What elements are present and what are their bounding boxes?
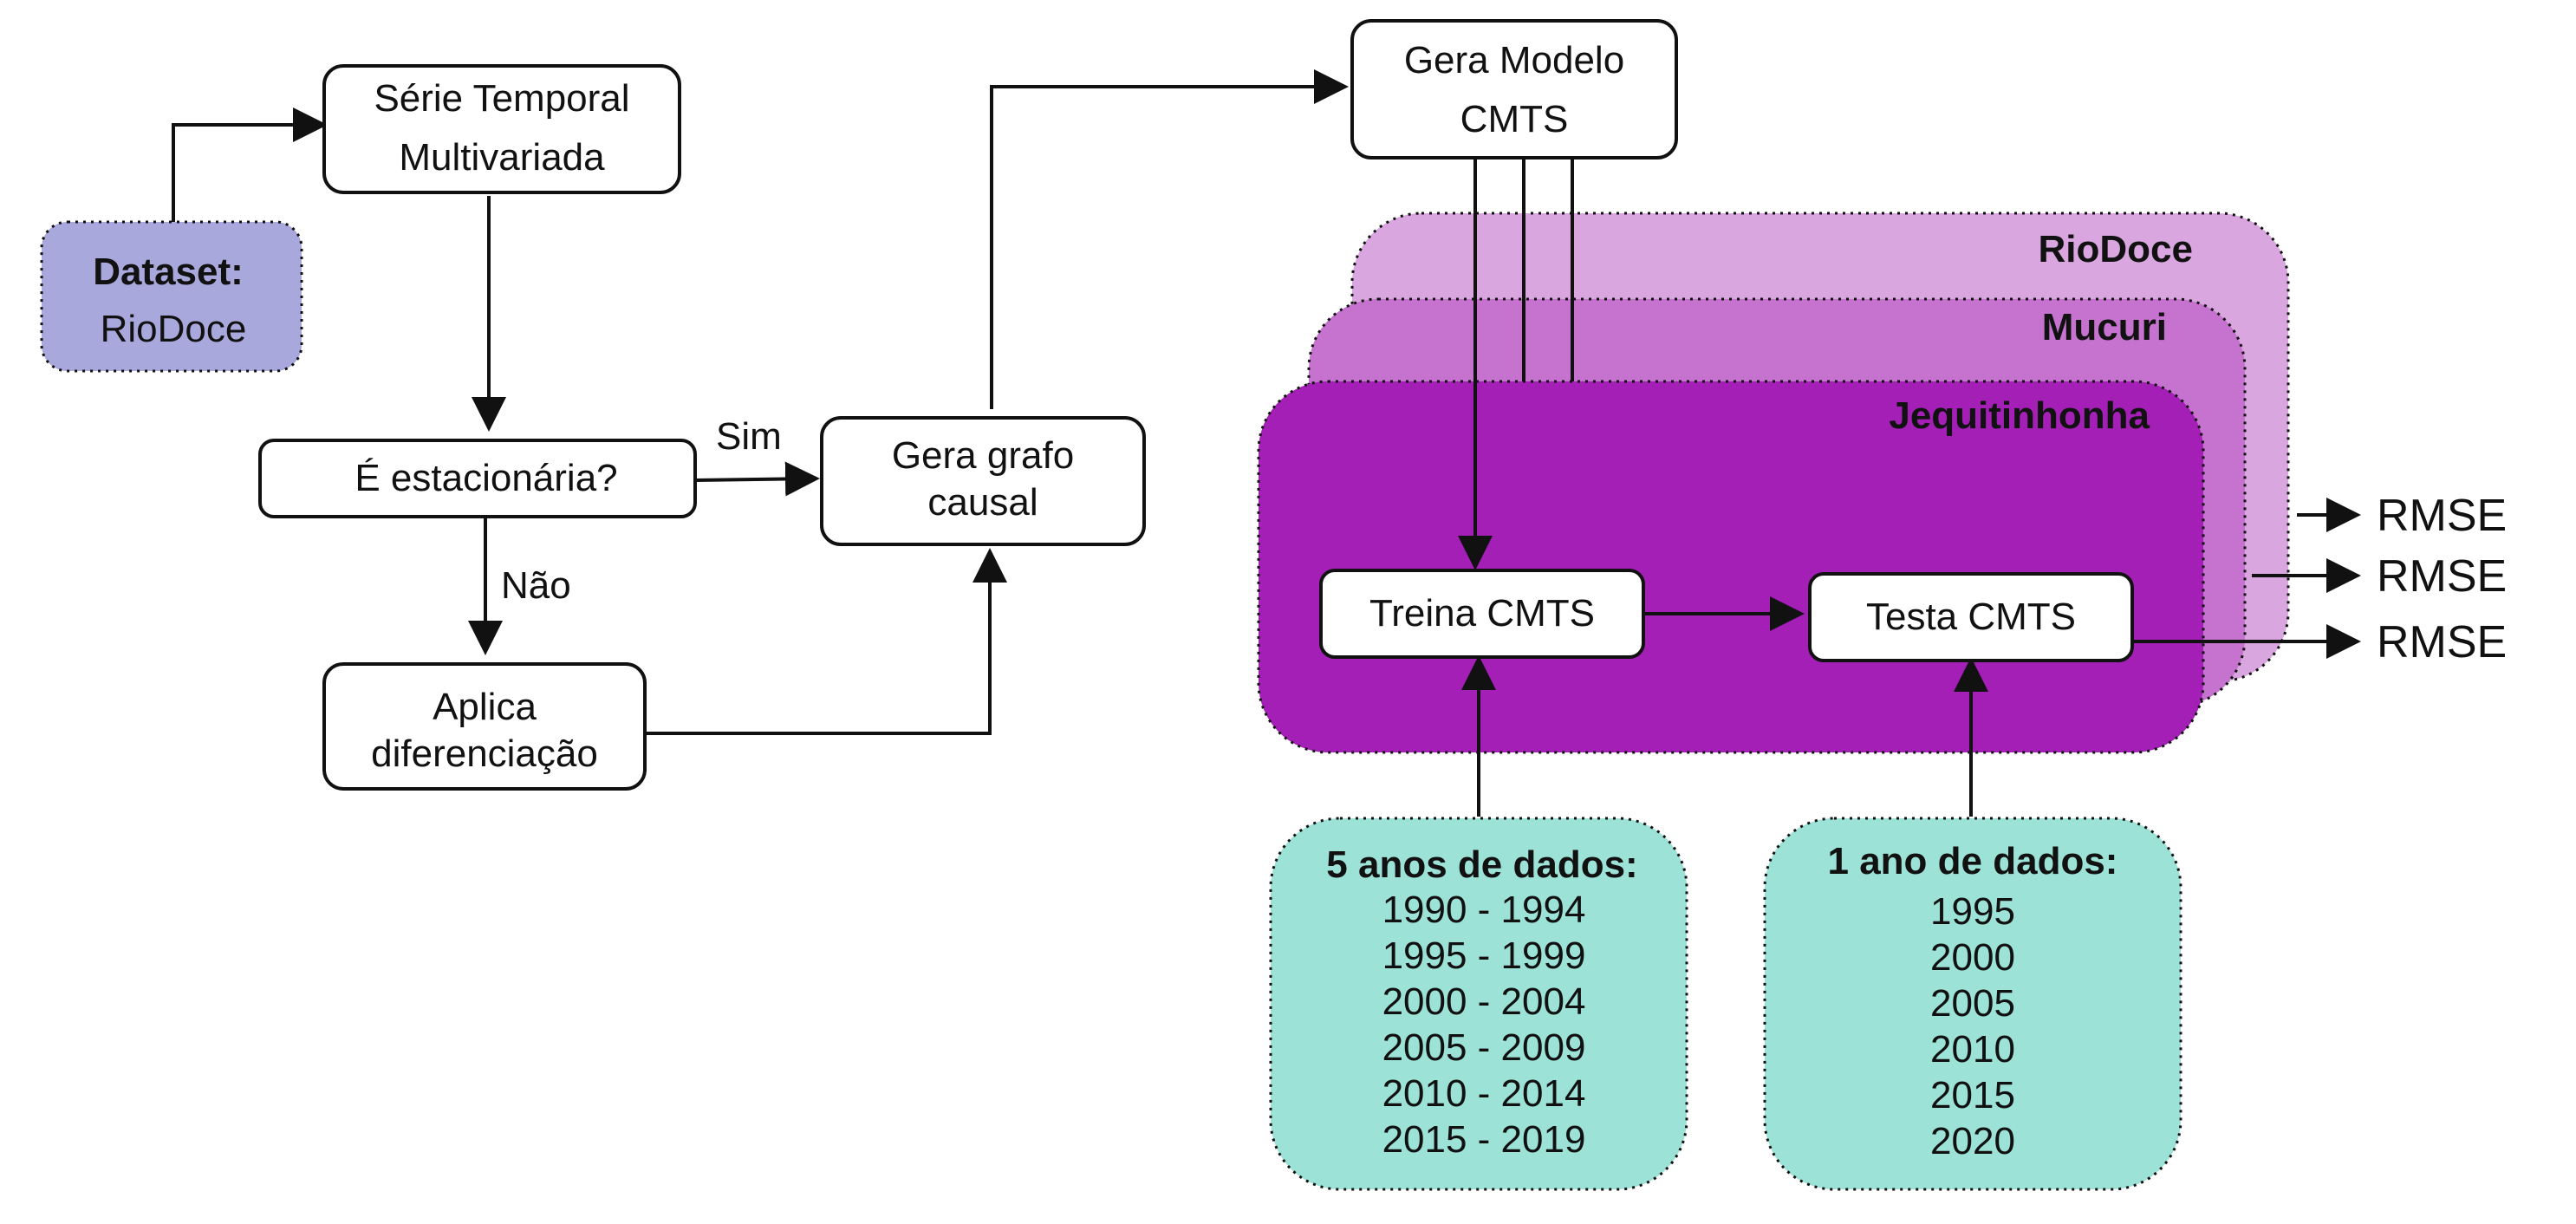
- svg-text:Treina CMTS: Treina CMTS: [1369, 592, 1595, 635]
- train-period: 2015 - 2019: [1382, 1118, 1586, 1161]
- test-year: 2000: [1930, 936, 2015, 979]
- node-estacionaria: É estacionária?: [258, 439, 697, 518]
- train-period: 1990 - 1994: [1382, 889, 1586, 931]
- train-period: 2010 - 2014: [1382, 1072, 1586, 1115]
- node-dataset: Dataset: RioDoce: [40, 220, 303, 373]
- svg-text:Dataset:: Dataset:: [93, 251, 244, 293]
- region-jequitinhonha-box: [1257, 380, 2205, 754]
- test-year: 1995: [1930, 890, 2015, 933]
- svg-text:Multivariada: Multivariada: [399, 136, 605, 179]
- svg-text:Testa CMTS: Testa CMTS: [1866, 596, 2076, 638]
- output-rmse-riodoce: RMSE: [2377, 491, 2507, 541]
- test-year: 2015: [1930, 1074, 2015, 1117]
- train-data-title: 5 anos de dados:: [1326, 843, 1637, 886]
- svg-text:Série Temporal: Série Temporal: [374, 77, 629, 120]
- train-period: 1995 - 1999: [1382, 934, 1586, 977]
- svg-text:Gera Modelo: Gera Modelo: [1404, 39, 1624, 81]
- edge-label-nao: Não: [501, 564, 571, 607]
- node-gera-grafo: Gera grafo causal: [820, 416, 1146, 546]
- node-treina-cmts: Treina CMTS: [1319, 569, 1645, 659]
- svg-text:É estacionária?: É estacionária?: [355, 457, 617, 499]
- train-period: 2000 - 2004: [1382, 980, 1586, 1023]
- edge-dataset-to-serie: [172, 107, 328, 222]
- node-testa-cmts: Testa CMTS: [1808, 572, 2134, 662]
- test-year: 2010: [1930, 1028, 2015, 1071]
- test-data-title: 1 ano de dados:: [1828, 840, 2118, 882]
- train-period: 2005 - 2009: [1382, 1026, 1586, 1069]
- region-jequitinhonha: Jequitinhonha: [1257, 380, 2205, 754]
- region-jequitinhonha-label: Jequitinhonha: [1889, 394, 2150, 437]
- test-data-box: 1 ano de dados: 1995 2000 2005 2010 2015…: [1763, 817, 2182, 1191]
- node-gera-modelo: Gera Modelo CMTS: [1350, 19, 1678, 160]
- svg-text:RioDoce: RioDoce: [101, 308, 247, 350]
- output-rmse-mucuri: RMSE: [2377, 551, 2507, 602]
- edge-estacionaria-sim: [694, 461, 820, 497]
- train-data-box: 5 anos de dados: 1990 - 1994 1995 - 1999…: [1269, 817, 1688, 1191]
- svg-text:Aplica: Aplica: [433, 686, 537, 728]
- svg-text:CMTS: CMTS: [1460, 98, 1569, 140]
- region-riodoce-label: RioDoce: [2039, 228, 2193, 270]
- edge-grafo-to-modelo: [990, 69, 1349, 409]
- node-serie-temporal: Série Temporal Multivariada: [322, 64, 681, 194]
- test-year: 2020: [1930, 1120, 2015, 1162]
- node-aplica-diferenciacao: Aplica diferenciação: [322, 662, 647, 791]
- svg-text:Gera grafo: Gera grafo: [892, 434, 1074, 477]
- test-year: 2005: [1930, 982, 2015, 1025]
- edge-diferenciacao-to-grafo: [645, 548, 1007, 735]
- edge-label-sim: Sim: [716, 415, 782, 458]
- svg-text:causal: causal: [927, 481, 1038, 524]
- output-rmse-jequitinhonha: RMSE: [2377, 617, 2507, 667]
- svg-text:diferenciação: diferenciação: [371, 732, 598, 775]
- region-mucuri-label: Mucuri: [2042, 306, 2167, 348]
